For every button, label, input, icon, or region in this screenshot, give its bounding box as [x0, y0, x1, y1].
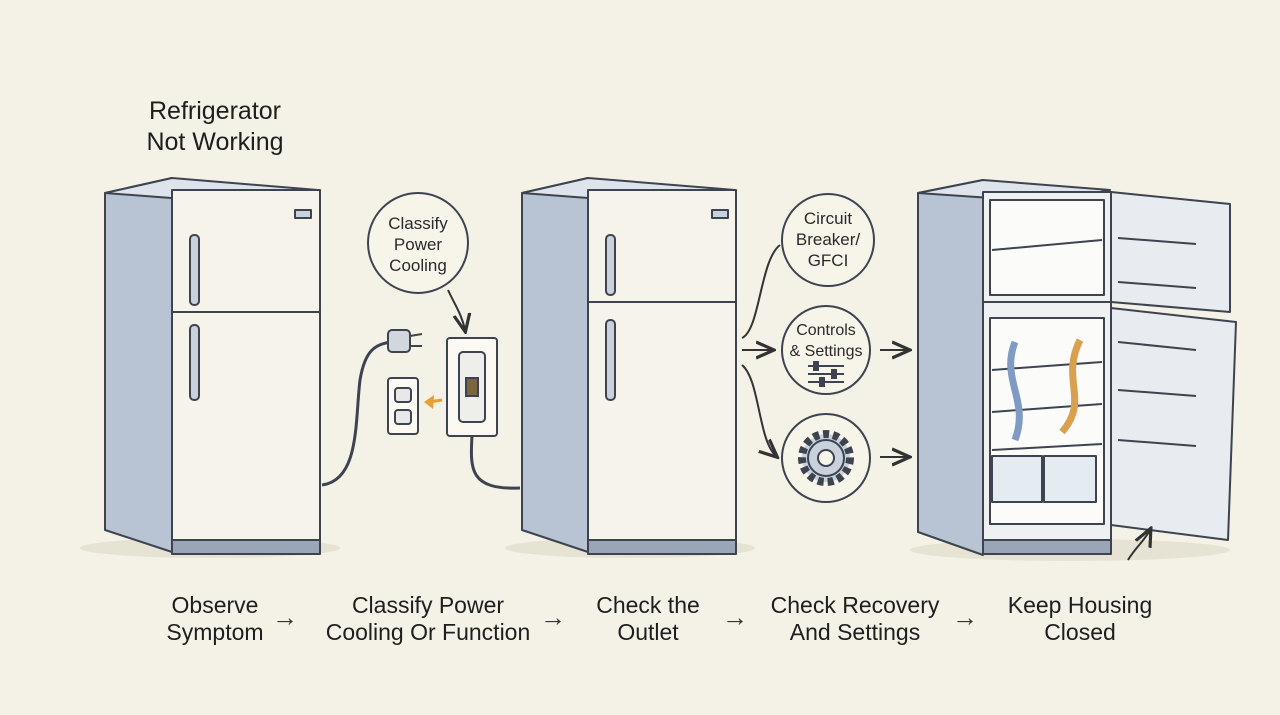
cool-airflow-arrow [1007, 340, 1023, 442]
classify-bubble-text: Classify Power Cooling [388, 214, 448, 275]
gear-icon [798, 430, 854, 486]
controls-bubble-text: Controls & Settings [789, 322, 863, 360]
controls-bubble [781, 305, 871, 395]
step-recovery: Check Recovery And Settings [770, 592, 940, 645]
step-arrow-4: → [952, 602, 978, 632]
step-arrow-1: → [272, 602, 298, 632]
breaker-bubble-text: Circuit Breaker/ GFCI [795, 209, 861, 270]
fridge-closed-1 [80, 177, 340, 558]
step-outlet: Check the Outlet [596, 592, 700, 645]
step-arrow-3: → [722, 602, 748, 632]
sliders-icon [808, 361, 844, 387]
breaker-bubble [781, 193, 875, 287]
fridge-closed-2 [505, 177, 755, 558]
step-arrow-2: → [540, 602, 566, 632]
diagram-title: Refrigerator Not Working [146, 97, 284, 156]
wall-outlet-icon [387, 377, 419, 435]
gfci-outlet-icon [446, 337, 498, 437]
step-housing: Keep Housing Closed [1007, 592, 1153, 645]
classify-bubble [367, 192, 469, 294]
warm-airflow-arrow [1059, 338, 1084, 435]
step-classify: Classify Power Cooling Or Function [325, 592, 531, 645]
step-observe: Observe Symptom [166, 592, 264, 645]
plug-cord-icon [321, 329, 423, 487]
